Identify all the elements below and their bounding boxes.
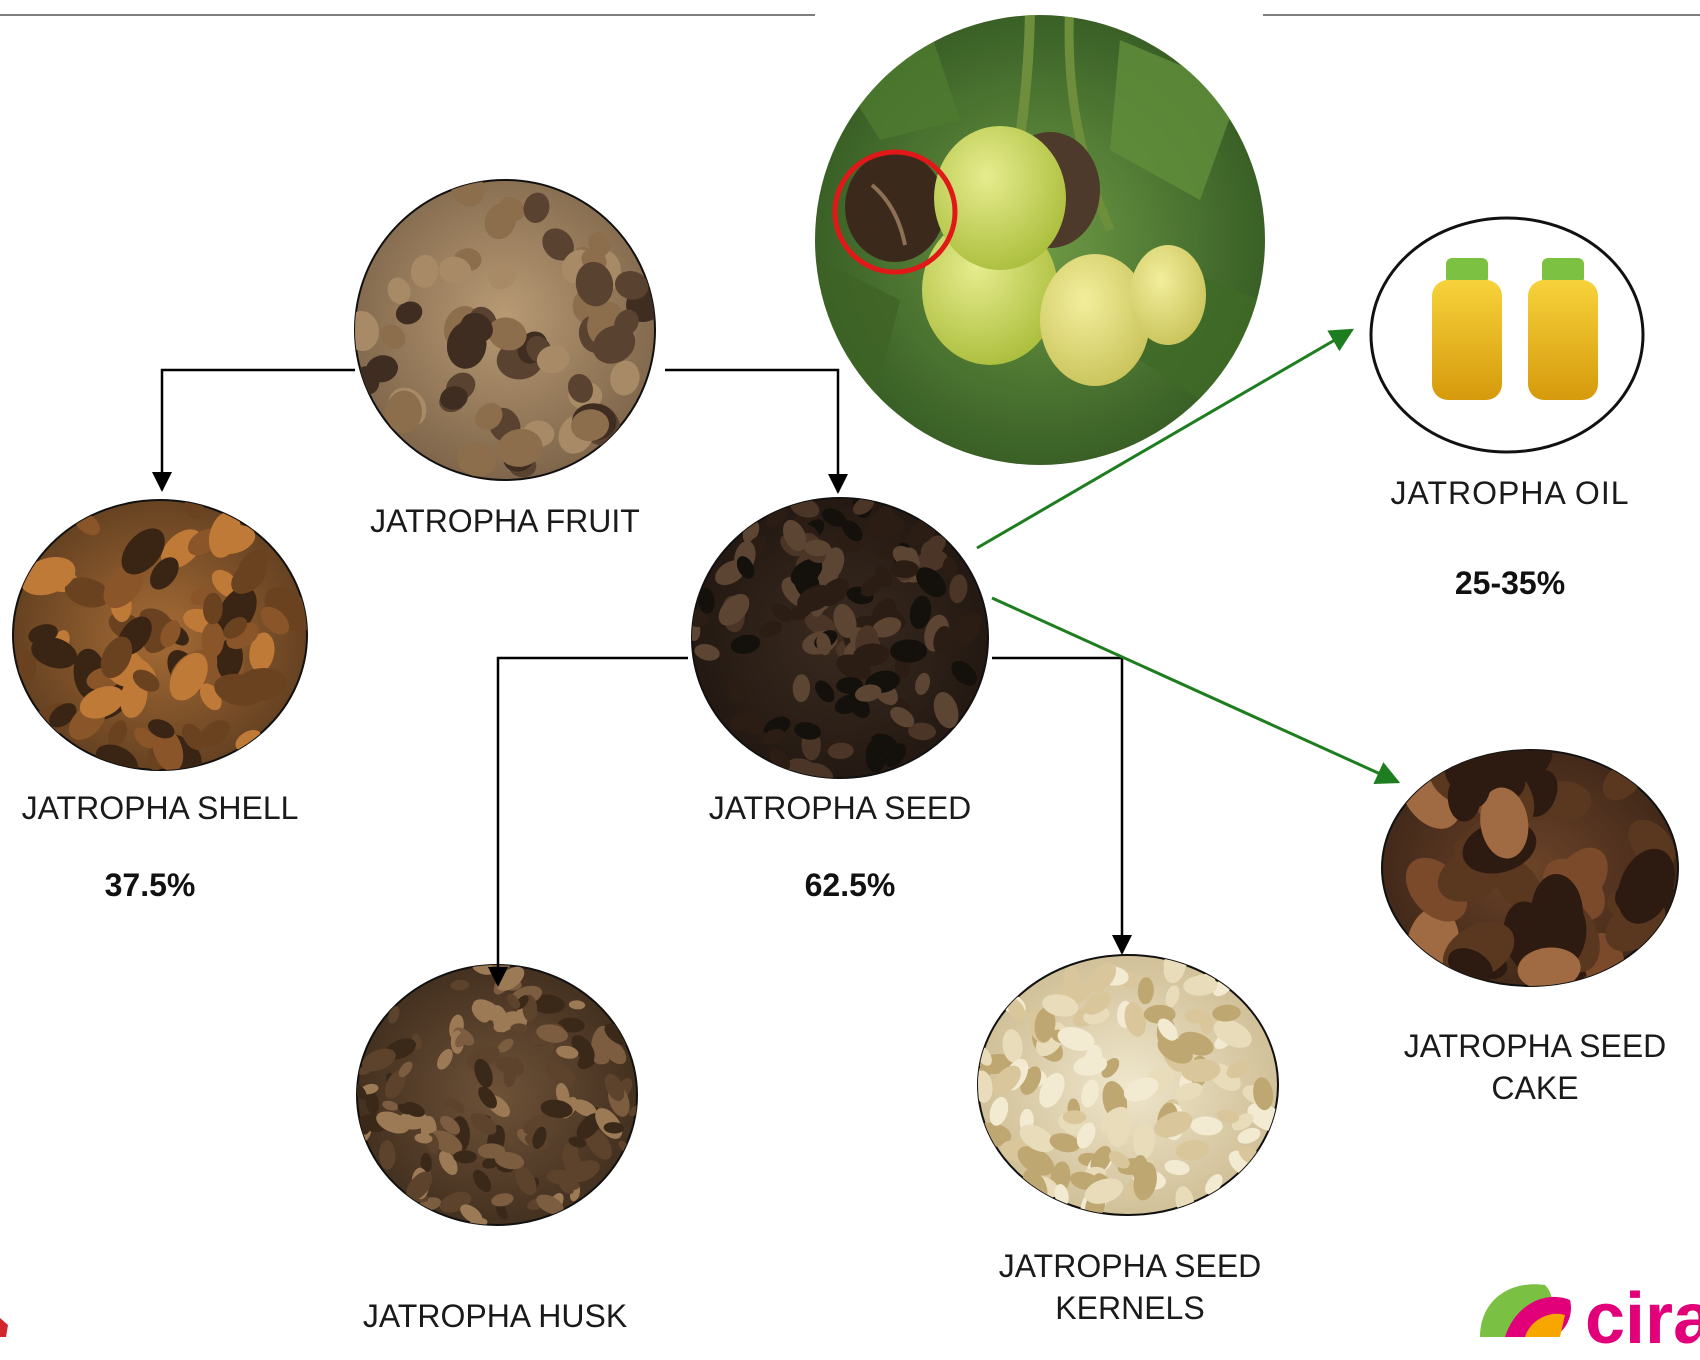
label-cake-line1: JATROPHA SEED	[1375, 1025, 1695, 1067]
arrow-seed-to-cake	[992, 598, 1398, 782]
label-kernels-line1: JATROPHA SEED	[975, 1245, 1285, 1287]
label-fruit: JATROPHA FRUIT	[345, 500, 665, 542]
label-cake-line2: CAKE	[1375, 1067, 1695, 1109]
arrow-seed-to-husk	[498, 658, 688, 985]
percent-shell: 37.5%	[50, 867, 250, 904]
label-kernels-line2: KERNELS	[975, 1287, 1285, 1329]
arrow-fruit-to-seed	[665, 370, 838, 492]
texture-grain	[890, 639, 927, 662]
jatropha-husk-image	[351, 953, 644, 1229]
edge-fragment	[0, 1318, 8, 1337]
jatropha-oil-image	[1371, 218, 1643, 452]
jatropha-plant-photo	[810, 0, 1265, 465]
label-oil: JATROPHA OIL	[1345, 472, 1675, 514]
arrow-seed-to-kernels	[992, 658, 1122, 953]
jatropha-seed-image	[680, 485, 988, 789]
label-shell: JATROPHA SHELL	[10, 787, 310, 829]
percent-seed: 62.5%	[750, 867, 950, 904]
cira-logo-text: cira	[1585, 1278, 1700, 1360]
jatropha-shell-image	[13, 489, 321, 783]
texture-grain	[594, 1056, 609, 1065]
percent-oil: 25-35%	[1410, 565, 1610, 602]
texture-grain	[478, 1143, 505, 1158]
cira-logo-mark	[1480, 1284, 1571, 1337]
jatropha-cake-image	[1382, 723, 1686, 1008]
jatropha-fruit-image	[343, 163, 675, 480]
label-seed: JATROPHA SEED	[690, 787, 990, 829]
jatropha-kernels-image	[963, 943, 1290, 1224]
label-husk: JATROPHA HUSK	[345, 1295, 645, 1337]
arrow-fruit-to-shell	[162, 370, 355, 490]
